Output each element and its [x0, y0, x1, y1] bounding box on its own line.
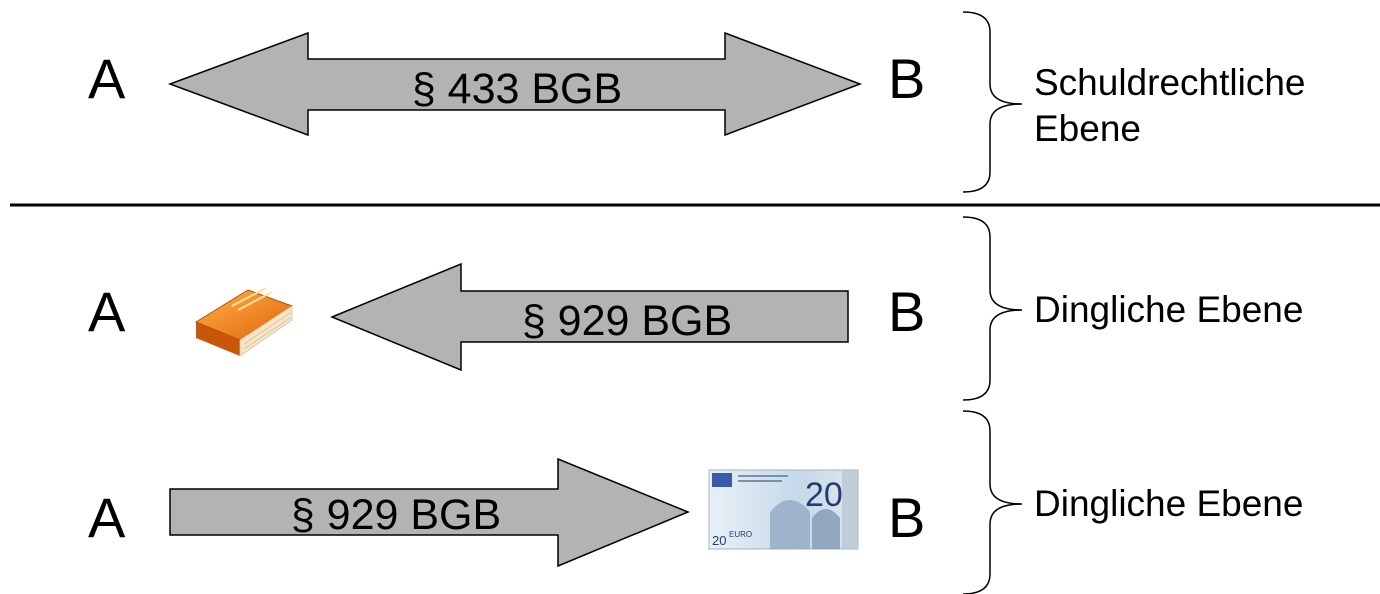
banknote-denomination: 20 [805, 476, 843, 514]
row1-level-line-2: Ebene [1034, 108, 1141, 150]
arrow-label-433: § 433 BGB [412, 65, 622, 113]
double-arrow-433 [167, 31, 863, 137]
row1-right-party: B [888, 47, 926, 110]
arrow-label-929-right: § 929 BGB [291, 491, 501, 539]
banknote-small-denomination: 20 [712, 533, 726, 548]
brace-schuldrechtlich [962, 11, 1023, 193]
row3-left-party: A [88, 486, 126, 549]
book-icon [194, 287, 294, 357]
right-arrow-929 [169, 457, 690, 568]
arrow-label-929-left: § 929 BGB [522, 297, 732, 345]
row3-level-label: Dingliche Ebene [1034, 483, 1304, 524]
left-arrow-929 [330, 262, 849, 372]
row1-level-line-1: Schuldrechtliche [1034, 62, 1306, 103]
row1-left-party: A [88, 47, 126, 110]
banknote-currency: EURO [729, 530, 752, 539]
row2-right-party: B [888, 280, 926, 343]
euro-banknote-icon: 20 20 EURO [708, 469, 859, 550]
row2-level-label: Dingliche Ebene [1034, 289, 1304, 330]
brace-dinglich-book [962, 216, 1023, 401]
row2-left-party: A [88, 280, 126, 343]
row1-level-label: Schuldrechtliche Ebene [1034, 60, 1305, 153]
row3-right-party: B [888, 486, 926, 549]
brace-dinglich-money [962, 410, 1023, 594]
